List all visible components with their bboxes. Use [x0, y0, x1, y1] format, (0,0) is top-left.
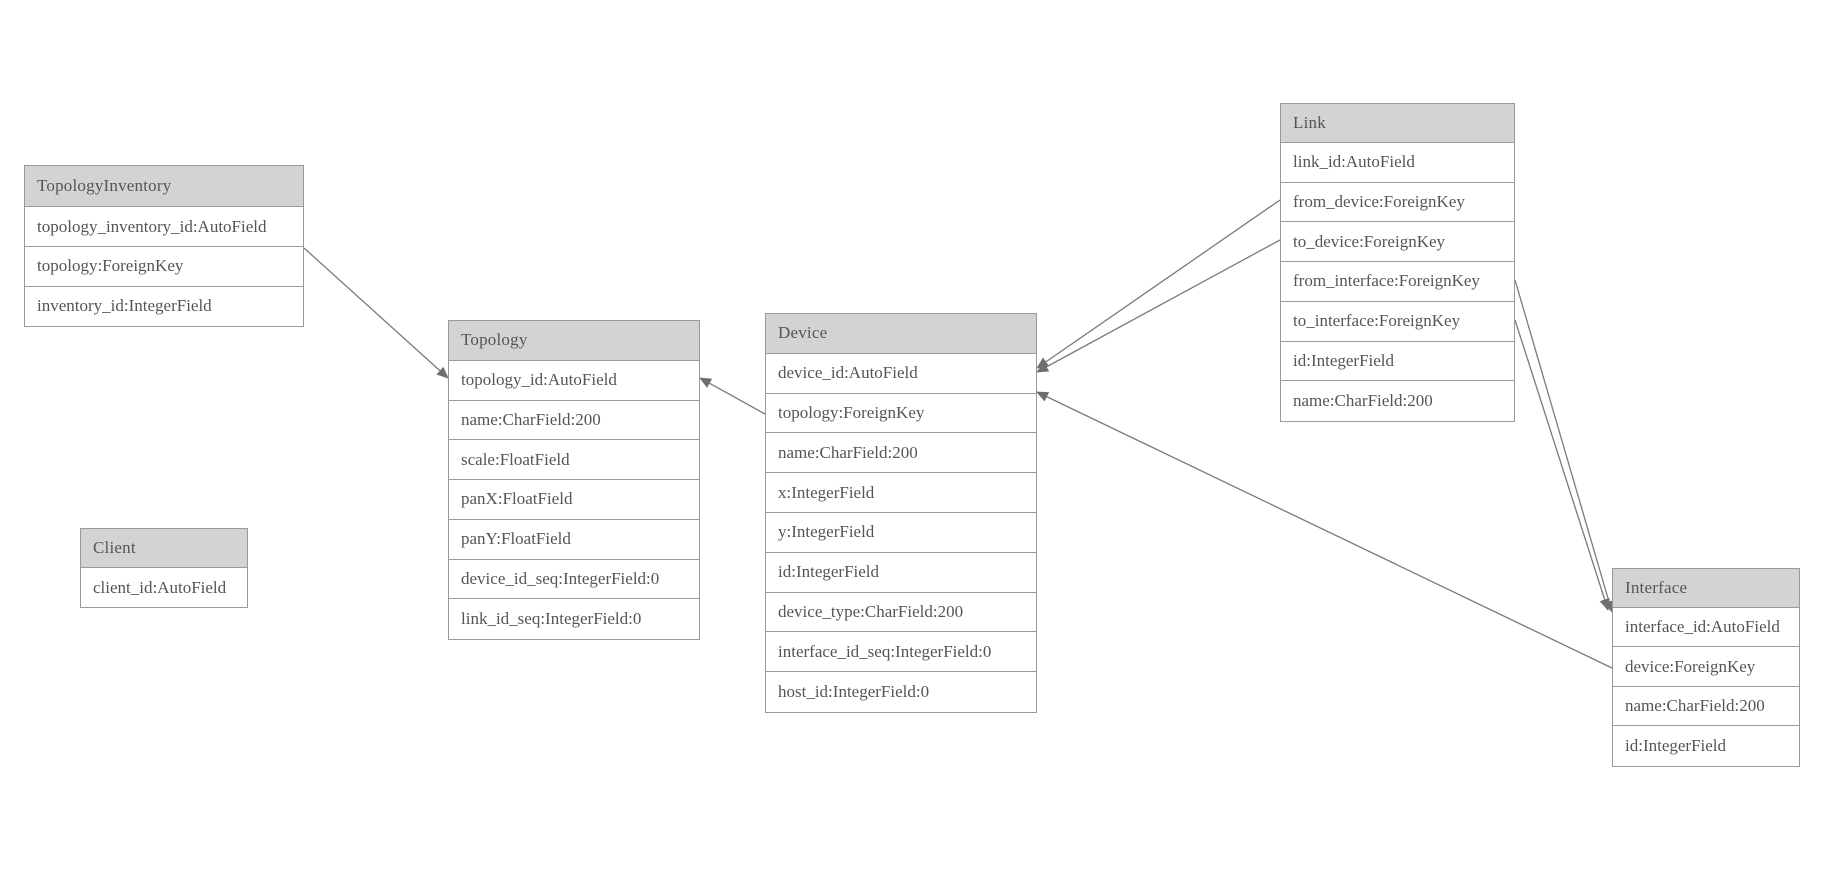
- entity-field: link_id_seq:IntegerField:0: [461, 609, 642, 629]
- entity-field: name:CharField:200: [449, 401, 699, 441]
- relationship-edge-topologyinventory-topology: [303, 247, 449, 379]
- entity-header-topologyinventory: TopologyInventory: [25, 166, 303, 208]
- relationship-edge-link-from-interface: [1514, 279, 1614, 613]
- entity-client[interactable]: Client client_id:AutoField: [80, 528, 248, 608]
- entity-field: device_id:AutoField: [766, 354, 1036, 394]
- entity-field: to_interface:ForeignKey: [1281, 302, 1514, 342]
- entity-field: name:CharField:200: [1613, 687, 1799, 727]
- entity-field: panX:FloatField: [449, 480, 699, 520]
- entity-field: link_id:AutoField: [1281, 143, 1514, 183]
- entity-field: inventory_id:IntegerField: [37, 296, 212, 316]
- entity-field: device_type:CharField:200: [766, 593, 1036, 633]
- entity-field: id:IntegerField: [1281, 342, 1514, 382]
- entity-field: from_interface:ForeignKey: [1281, 262, 1514, 302]
- relationship-edge-link-to-interface: [1514, 319, 1610, 611]
- relationship-edge-link-from-device: [1036, 199, 1281, 369]
- entity-field: host_id:IntegerField:0: [778, 682, 930, 702]
- entity-field: x:IntegerField: [766, 473, 1036, 513]
- entity-field: topology:ForeignKey: [25, 247, 303, 287]
- entity-field: panY:FloatField: [449, 520, 699, 560]
- entity-header-topology: Topology: [449, 321, 699, 361]
- entity-field: device_id_seq:IntegerField:0: [449, 560, 699, 600]
- entity-field: interface_id:AutoField: [1613, 608, 1799, 648]
- entity-field: id:IntegerField: [1625, 736, 1727, 756]
- entity-header-client: Client: [81, 529, 247, 569]
- relationship-edge-interface-device: [1036, 391, 1613, 669]
- entity-field: topology_id:AutoField: [449, 361, 699, 401]
- entity-field: name:CharField:200: [1293, 391, 1433, 411]
- entity-field: name:CharField:200: [766, 433, 1036, 474]
- entity-field: y:IntegerField: [766, 513, 1036, 553]
- entity-header-link: Link: [1281, 104, 1514, 143]
- entity-field: device:ForeignKey: [1613, 647, 1799, 687]
- entity-header-interface: Interface: [1613, 569, 1799, 608]
- relationship-edge-device-topology: [699, 377, 766, 415]
- entity-header-device: Device: [766, 314, 1036, 354]
- entity-field: client_id:AutoField: [93, 577, 227, 597]
- entity-field: from_device:ForeignKey: [1281, 183, 1514, 223]
- relationship-edge-link-to-device: [1036, 239, 1281, 373]
- entity-field: scale:FloatField: [449, 440, 699, 480]
- entity-field: topology_inventory_id:AutoField: [25, 207, 303, 247]
- entity-field: id:IntegerField: [766, 553, 1036, 593]
- entity-field: to_device:ForeignKey: [1281, 222, 1514, 262]
- entity-field: topology:ForeignKey: [766, 394, 1036, 434]
- entity-field: interface_id_seq:IntegerField:0: [766, 632, 1036, 673]
